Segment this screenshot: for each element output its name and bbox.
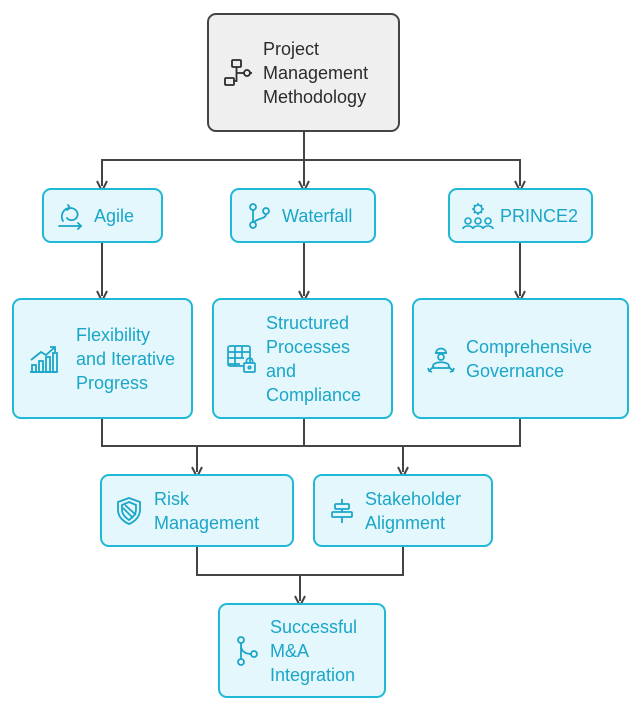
leader-icon xyxy=(426,344,456,374)
outcome-risk: Risk Management xyxy=(100,474,294,547)
method-prince2: PRINCE2 xyxy=(448,188,593,243)
trait-governance: Comprehensive Governance xyxy=(412,298,629,419)
connector-root-prince2 xyxy=(304,159,520,186)
method-agile-label: Agile xyxy=(94,205,135,226)
trait-structured: Structured Processes and Compliance xyxy=(212,298,393,419)
connector-outcomes-join xyxy=(196,547,404,576)
outcome-stakeholder-label: Stakeholder Alignment xyxy=(365,488,462,533)
trait-structured-label: Structured Processes and Compliance xyxy=(266,312,362,405)
method-prince2-label: PRINCE2 xyxy=(500,205,579,226)
method-waterfall-label: Waterfall xyxy=(282,205,353,226)
align-center-icon xyxy=(327,497,357,525)
method-waterfall: Waterfall xyxy=(230,188,376,243)
connector-traits-join xyxy=(101,419,521,447)
connector-root-agile xyxy=(102,159,304,186)
team-gear-icon xyxy=(462,202,494,230)
merge-icon xyxy=(232,635,262,666)
loop-arrow-icon xyxy=(56,202,86,230)
result-label: Successful M&A Integration xyxy=(270,616,358,685)
locked-table-icon xyxy=(226,343,258,375)
flowchart-icon xyxy=(221,58,255,88)
branch-icon xyxy=(244,202,274,230)
method-agile: Agile xyxy=(42,188,163,243)
root-node: Project Management Methodology xyxy=(207,13,400,132)
trait-flexibility: Flexibility and Iterative Progress xyxy=(12,298,193,419)
outcome-stakeholder: Stakeholder Alignment xyxy=(313,474,493,547)
outcome-risk-label: Risk Management xyxy=(154,488,260,533)
growth-chart-icon xyxy=(26,344,60,374)
root-label: Project Management Methodology xyxy=(263,38,369,107)
trait-flexibility-label: Flexibility and Iterative Progress xyxy=(76,324,176,393)
trait-governance-label: Comprehensive Governance xyxy=(466,336,593,381)
result-node: Successful M&A Integration xyxy=(218,603,386,698)
shield-icon xyxy=(114,496,144,526)
